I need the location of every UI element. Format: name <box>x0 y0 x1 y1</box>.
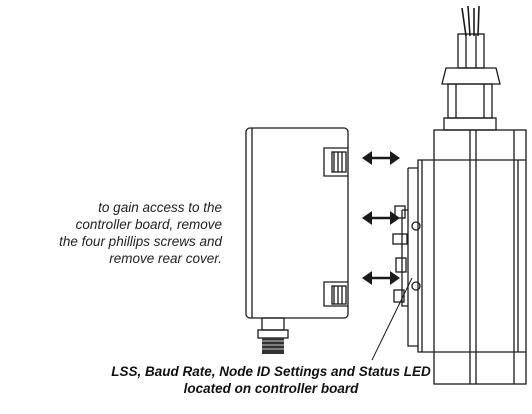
instruction-line: to gain access to the <box>98 200 222 215</box>
rear-cover <box>245 127 349 319</box>
leader-line <box>371 277 413 361</box>
connector-threads <box>262 338 284 354</box>
caption-line: located on controller board <box>183 381 359 396</box>
cover-connector <box>257 317 289 339</box>
arrow-bottom <box>362 271 400 285</box>
instruction-line: controller board, remove <box>75 217 222 232</box>
instruction-line: remove rear cover. <box>109 251 222 266</box>
arrow-top <box>362 151 400 165</box>
instruction-line: the four phillips screws and <box>59 234 222 249</box>
motor-body <box>392 5 527 385</box>
caption-line: LSS, Baud Rate, Node ID Settings and Sta… <box>111 364 431 379</box>
arrow-middle <box>362 211 400 225</box>
instruction-text: to gain access to the controller board, … <box>0 199 222 267</box>
board-caption: LSS, Baud Rate, Node ID Settings and Sta… <box>0 363 532 397</box>
